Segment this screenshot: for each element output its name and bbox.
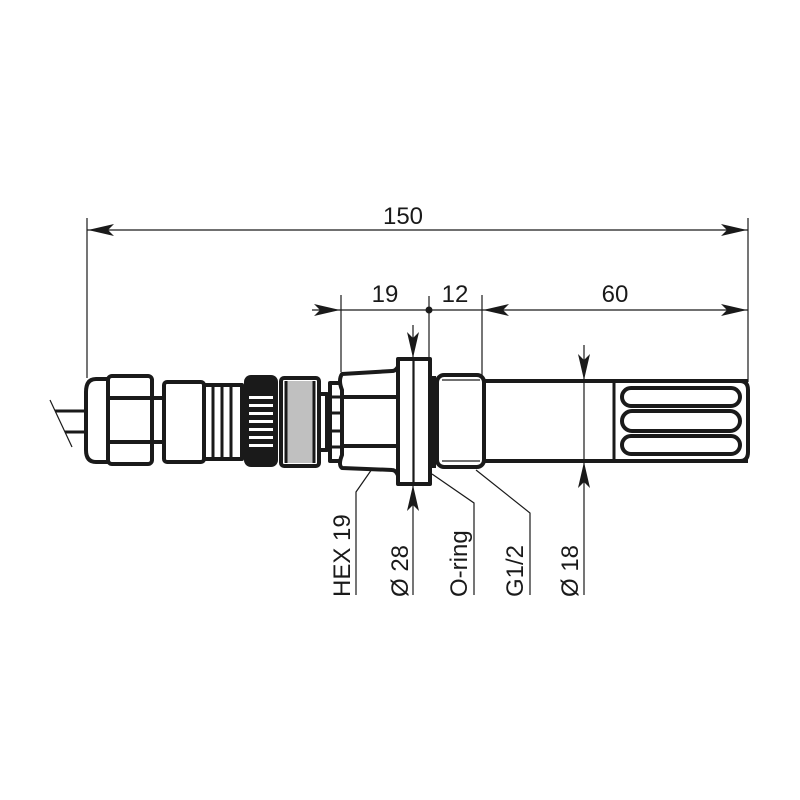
gray-band-ring bbox=[279, 376, 329, 468]
cable bbox=[49, 399, 86, 448]
dimension-label-19: 19 bbox=[372, 281, 399, 308]
dimension-overall-length: 150 bbox=[87, 203, 748, 236]
probe-tube bbox=[484, 379, 748, 463]
dimension-diameter-18 bbox=[578, 345, 590, 595]
dimension-row-lower: 19 12 60 bbox=[312, 281, 748, 316]
callout-thread-g1-2: G1/2 bbox=[502, 545, 529, 597]
knurl-lines bbox=[249, 396, 273, 447]
slotted-filter-cap bbox=[614, 379, 750, 463]
hex-section bbox=[328, 358, 402, 486]
cable-gland bbox=[84, 374, 166, 466]
callout-diameter-18: Ø 18 bbox=[557, 545, 584, 597]
dimension-diameter-28 bbox=[407, 325, 419, 595]
callout-hex-19: HEX 19 bbox=[329, 514, 356, 597]
thread-section bbox=[435, 373, 486, 469]
callout-labels: HEX 19 Ø 28 O-ring G1/2 Ø 18 bbox=[329, 514, 584, 597]
leader-lines bbox=[355, 468, 531, 595]
dimension-label-60: 60 bbox=[602, 281, 629, 308]
callout-diameter-28: Ø 28 bbox=[387, 545, 414, 597]
knurled-coupling-nut bbox=[244, 375, 278, 467]
dimension-label-150: 150 bbox=[383, 203, 423, 230]
dimension-label-12: 12 bbox=[442, 281, 469, 308]
callout-o-ring: O-ring bbox=[446, 530, 473, 597]
connector-body bbox=[162, 380, 244, 464]
flange bbox=[396, 357, 436, 486]
